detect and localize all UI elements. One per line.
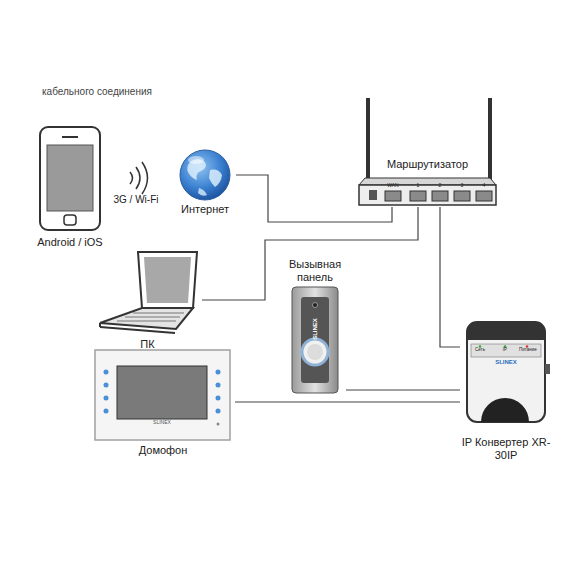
router-icon	[359, 98, 496, 205]
node-label: IP Конвертер XR-30IP	[460, 436, 552, 462]
port-label: 2	[439, 183, 442, 188]
wireless-waves	[130, 162, 148, 194]
node-label: Маршрутизатор	[353, 158, 502, 171]
laptop-icon	[100, 252, 197, 333]
node-label: Вызывная панель	[284, 258, 346, 284]
indicator-label: Сеть	[475, 348, 485, 353]
cable-line	[235, 401, 460, 402]
link-type-label: 3G / Wi-Fi	[114, 195, 159, 205]
call-panel-icon	[292, 287, 338, 393]
brand-label: SLINEX	[495, 359, 517, 365]
intercom-node: Домофон	[91, 348, 235, 460]
node-label: Интернет	[174, 203, 236, 216]
brand-label: SLINEX	[153, 420, 171, 425]
globe-icon	[180, 150, 230, 200]
cable-line	[440, 207, 460, 347]
ip-converter-icon	[467, 322, 550, 422]
cable-line	[202, 207, 418, 300]
indicator-label: Питание	[519, 348, 537, 353]
cable-line	[346, 389, 460, 390]
internet-node: Интернет	[174, 148, 236, 220]
indicator-label: IP	[503, 348, 507, 353]
port-label: 4	[483, 183, 486, 188]
phone-icon	[40, 127, 100, 230]
phone-node: Android / iOS	[28, 123, 112, 255]
port-label: WAN	[387, 183, 398, 188]
intercom-monitor-icon	[95, 350, 230, 440]
port-label: 1	[417, 183, 420, 188]
pc-node: ПК	[93, 247, 202, 355]
port-label: 3	[461, 183, 464, 188]
brand-label: SLINEX	[312, 318, 318, 340]
node-label: Android / iOS	[28, 236, 112, 249]
node-label: ПК	[93, 338, 202, 351]
router-node: Маршрутизатор	[353, 95, 502, 207]
node-label: Домофон	[91, 444, 235, 457]
caption-fragment: кабельного соединения	[42, 87, 152, 97]
ip-converter-node: IP Конвертер XR-30IP	[460, 318, 552, 468]
